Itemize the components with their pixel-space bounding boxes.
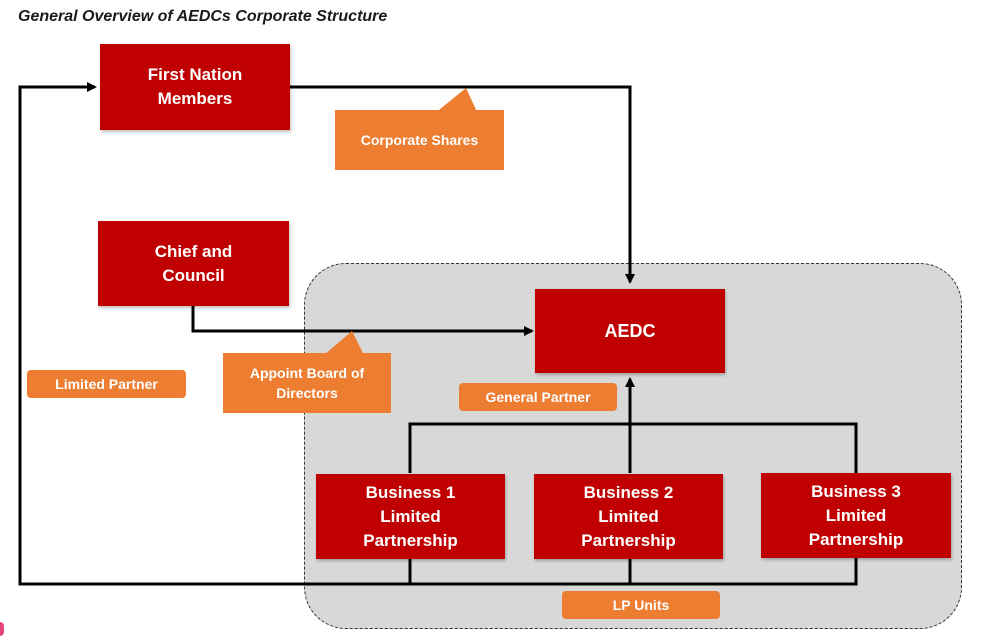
chief-and-council-node: Chief and Council bbox=[98, 221, 289, 306]
connector-businesses-bracket bbox=[408, 422, 858, 473]
appoint-board-callout-tip bbox=[324, 331, 364, 355]
lp-units-label: LP Units bbox=[562, 591, 720, 619]
business-2-node: Business 2 Limited Partnership bbox=[534, 474, 723, 559]
aedc-node: AEDC bbox=[535, 289, 725, 373]
first-nation-members-node: First Nation Members bbox=[100, 44, 290, 130]
page-edge-mark bbox=[0, 622, 4, 636]
corporate-shares-label: Corporate Shares bbox=[335, 110, 504, 170]
aedc-structure-region bbox=[304, 263, 962, 629]
business-3-node: Business 3 Limited Partnership bbox=[761, 473, 951, 558]
connector-lp-units-loop bbox=[18, 87, 858, 586]
general-partner-label: General Partner bbox=[459, 383, 617, 411]
diagram-title: General Overview of AEDCs Corporate Stru… bbox=[18, 8, 388, 25]
appoint-board-label: Appoint Board of Directors bbox=[223, 353, 391, 413]
limited-partner-label: Limited Partner bbox=[27, 370, 186, 398]
connector-council-to-aedc bbox=[191, 306, 534, 336]
business-1-node: Business 1 Limited Partnership bbox=[316, 474, 505, 559]
corporate-shares-callout-tip bbox=[434, 88, 478, 114]
connector-members-to-aedc bbox=[290, 85, 635, 284]
